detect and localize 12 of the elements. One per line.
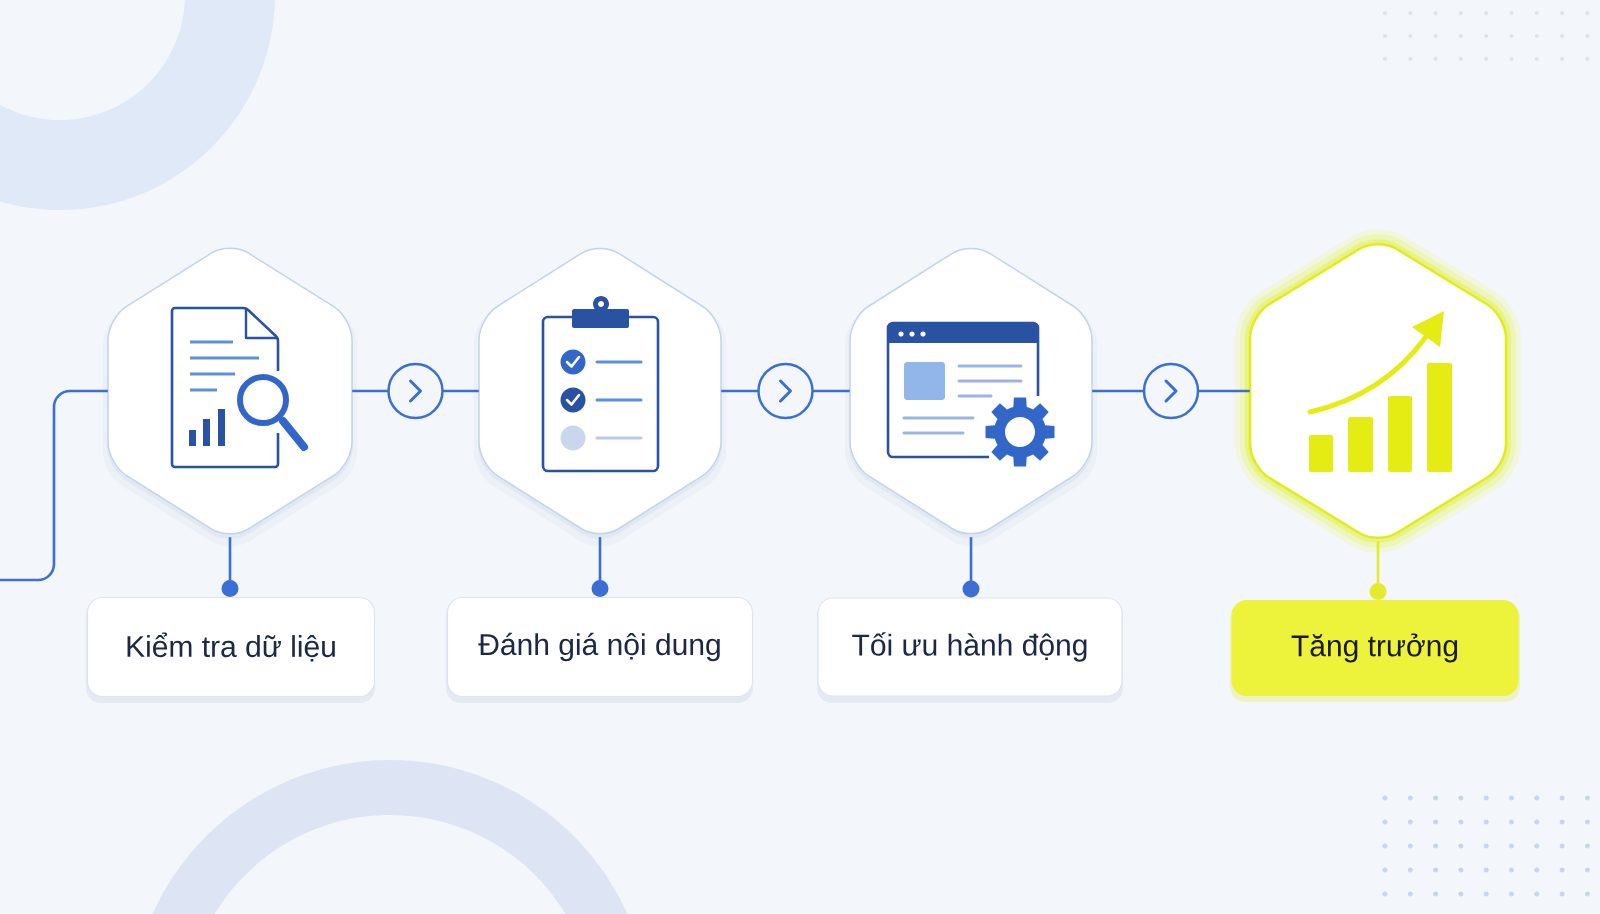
hexagon	[474, 247, 726, 547]
connector-line	[1369, 541, 1387, 600]
label-box: Kiểm tra dữ liệu	[86, 596, 376, 703]
connector-line	[221, 537, 239, 597]
connector-line	[0, 389, 108, 582]
label-box: Tối ưu hành động	[817, 597, 1123, 703]
hexagon	[103, 247, 357, 547]
connector-line	[962, 537, 980, 598]
hexagon	[1235, 229, 1521, 553]
label-box: Đánh giá nội dung	[446, 596, 754, 703]
connector-line	[591, 537, 609, 597]
label-box: Tăng trưởng	[1230, 599, 1520, 702]
